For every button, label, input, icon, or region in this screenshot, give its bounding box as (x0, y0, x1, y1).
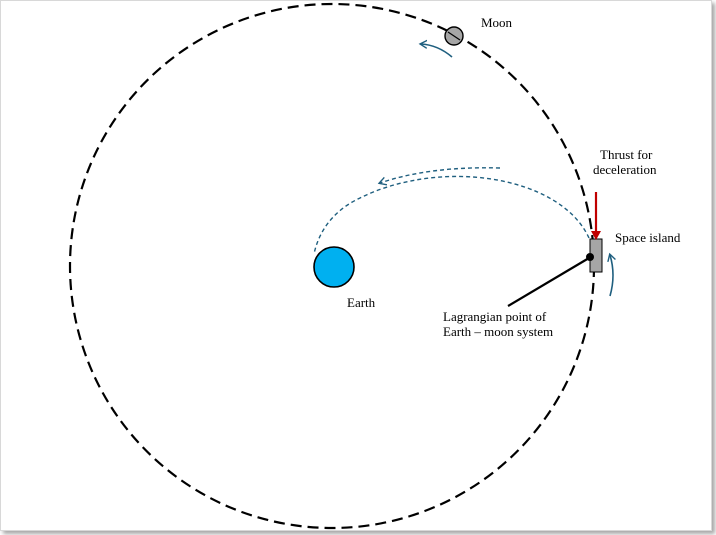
thrust-label-line2: deceleration (593, 162, 657, 177)
upper-trajectory-arrow (380, 167, 501, 183)
moon-label: Moon (481, 15, 513, 30)
thrust-label-line1: Thrust for (600, 147, 653, 162)
return-trajectory-arc (313, 175, 590, 255)
moon-body (444, 26, 464, 46)
earth-label: Earth (347, 295, 376, 310)
space-island-label: Space island (615, 230, 681, 245)
moon-motion-arrow (421, 44, 453, 58)
lagrange-label-line2: Earth – moon system (443, 324, 553, 339)
lagrange-label-line1: Lagrangian point of (443, 309, 547, 324)
lagrangian-pointer-line (507, 257, 590, 307)
space-island-motion-arrow (610, 255, 613, 297)
earth-body (313, 246, 355, 288)
